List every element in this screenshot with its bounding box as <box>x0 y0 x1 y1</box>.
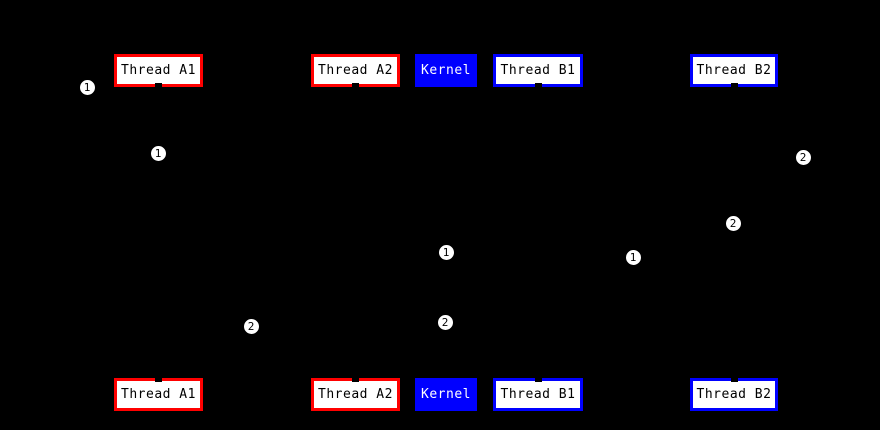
participant-label: Kernel <box>421 63 471 78</box>
participant-box-kernel-top: Kernel <box>415 54 477 87</box>
lifeline-notch-thread-a1-top <box>155 83 162 89</box>
participant-box-thread-a1-bottom: Thread A1 <box>114 378 203 411</box>
lifeline-notch-thread-b1-top <box>535 83 542 89</box>
lifeline-notch-thread-b1-bottom <box>535 376 542 382</box>
message-number-badge: 1 <box>149 144 167 162</box>
participant-label: Thread A1 <box>121 63 196 78</box>
message-number-badge: 2 <box>794 148 812 166</box>
participant-label: Thread A2 <box>318 387 393 402</box>
message-number-badge: 2 <box>242 317 260 335</box>
message-number-badge: 2 <box>436 313 454 331</box>
participant-label: Kernel <box>421 387 471 402</box>
participant-label: Thread A1 <box>121 387 196 402</box>
lifeline-notch-thread-b2-top <box>731 83 738 89</box>
participant-box-thread-b1-bottom: Thread B1 <box>493 378 583 411</box>
participant-box-thread-b2-bottom: Thread B2 <box>690 378 778 411</box>
lifeline-notch-thread-b2-bottom <box>731 376 738 382</box>
participant-box-thread-a2-bottom: Thread A2 <box>311 378 400 411</box>
message-number-badge: 2 <box>724 214 742 232</box>
participant-box-thread-b1-top: Thread B1 <box>493 54 583 87</box>
participant-box-thread-a1-top: Thread A1 <box>114 54 203 87</box>
message-number-badge: 1 <box>624 248 642 266</box>
lifeline-notch-thread-a2-top <box>352 83 359 89</box>
participant-box-kernel-bottom: Kernel <box>415 378 477 411</box>
lifeline-notch-thread-a2-bottom <box>352 376 359 382</box>
message-number-badge: 1 <box>78 78 96 96</box>
message-number-badge: 1 <box>437 243 455 261</box>
participant-label: Thread B1 <box>500 387 576 402</box>
participant-label: Thread A2 <box>318 63 393 78</box>
participant-label: Thread B2 <box>696 387 772 402</box>
participant-label: Thread B1 <box>500 63 576 78</box>
lifeline-notch-thread-a1-bottom <box>155 376 162 382</box>
participant-label: Thread B2 <box>696 63 772 78</box>
